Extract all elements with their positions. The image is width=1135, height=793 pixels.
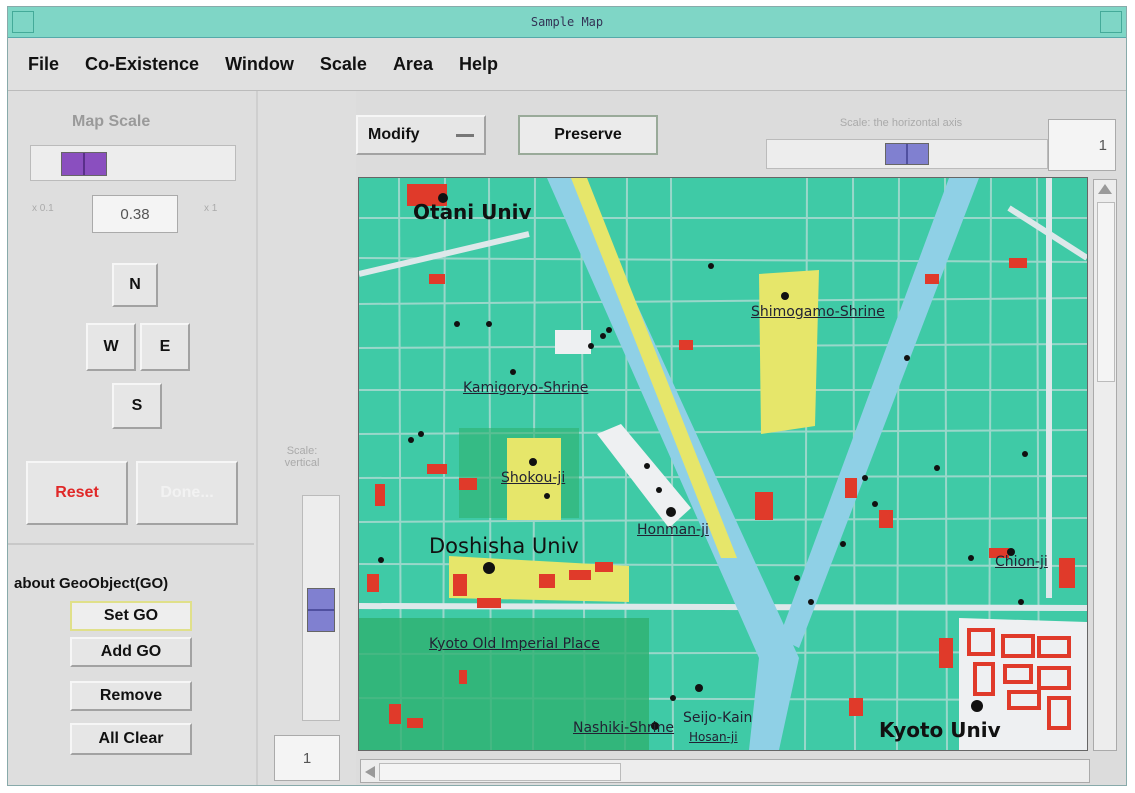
map-horizontal-scroll-thumb[interactable] bbox=[379, 763, 621, 781]
kamo-river bbox=[547, 178, 799, 750]
menu-co-existence[interactable]: Co-Existence bbox=[85, 53, 200, 74]
east-button[interactable]: E bbox=[140, 323, 190, 371]
add-go-button[interactable]: Add GO bbox=[70, 637, 192, 667]
label-doshisha-univ[interactable]: Doshisha Univ bbox=[429, 534, 579, 558]
vertical-scale-label-line1: Scale: bbox=[286, 445, 318, 457]
panel-divider bbox=[8, 543, 254, 545]
label-kamigoryo-shrine[interactable]: Kamigoryo-Shrine bbox=[463, 380, 589, 396]
window-title: Sample Map bbox=[530, 15, 604, 29]
label-chion-ji[interactable]: Chion-ji bbox=[995, 554, 1048, 570]
map-vertical-scrollbar[interactable] bbox=[1093, 179, 1117, 751]
takano-river bbox=[779, 178, 979, 648]
map-scale-slider[interactable] bbox=[30, 145, 236, 181]
menu-area[interactable]: Area bbox=[392, 53, 433, 74]
preserve-button[interactable]: Preserve bbox=[518, 115, 658, 155]
scale-min-label: x 0.1 bbox=[32, 203, 54, 214]
map-canvas[interactable]: Otani Univ Shimogamo-Shrine Kamigoryo-Sh… bbox=[358, 177, 1088, 751]
menu-window[interactable]: Window bbox=[225, 53, 294, 74]
shokoku-grounds bbox=[507, 438, 561, 520]
map-scale-label: Map Scale bbox=[72, 113, 151, 130]
scale-value-field[interactable]: 0.38 bbox=[92, 195, 178, 233]
vertical-scale-slider[interactable] bbox=[302, 495, 340, 721]
buildings bbox=[367, 184, 1075, 728]
map-horizontal-scrollbar[interactable] bbox=[360, 759, 1090, 783]
title-bar: Sample Map bbox=[8, 7, 1126, 38]
scale-max-label: x 1 bbox=[204, 203, 218, 214]
all-clear-button[interactable]: All Clear bbox=[70, 723, 192, 755]
done-button[interactable]: Done... bbox=[136, 461, 238, 525]
label-shimogamo-shrine[interactable]: Shimogamo-Shrine bbox=[751, 304, 885, 320]
horizontal-scale-slider[interactable] bbox=[766, 139, 1048, 169]
menu-scale[interactable]: Scale bbox=[319, 53, 367, 74]
mode-dropdown-value: Modify bbox=[368, 126, 420, 143]
label-honman-ji[interactable]: Honman-ji bbox=[637, 522, 709, 538]
menu-file[interactable]: File bbox=[28, 53, 60, 74]
north-button[interactable]: N bbox=[112, 263, 158, 307]
horizontal-scale-label: Scale: the horizontal axis bbox=[839, 117, 963, 129]
menu-bar: File Co-Existence Window Scale Area Help bbox=[8, 38, 1126, 91]
vertical-scale-value-field[interactable]: 1 bbox=[274, 735, 340, 781]
window-maximize-button[interactable] bbox=[1100, 11, 1122, 33]
south-button[interactable]: S bbox=[112, 383, 162, 429]
honmanji-grounds bbox=[597, 424, 691, 528]
kyoto-univ-buildings bbox=[967, 628, 1071, 730]
label-hosan-ji[interactable]: Hosan-ji bbox=[689, 730, 738, 744]
dropdown-bar-icon bbox=[456, 134, 474, 137]
app-window: Sample Map File Co-Existence Window Scal… bbox=[7, 6, 1127, 786]
horizontal-scale-slider-thumb[interactable] bbox=[885, 143, 929, 165]
scroll-left-icon[interactable] bbox=[365, 766, 375, 778]
mode-dropdown[interactable]: Modify bbox=[356, 115, 486, 155]
map-vertical-scroll-thumb[interactable] bbox=[1097, 202, 1115, 382]
vertical-scale-slider-thumb[interactable] bbox=[307, 588, 335, 632]
vertical-scale-column: Scale: vertical 1 bbox=[258, 91, 356, 785]
label-shokoku-ji[interactable]: Shokou-ji bbox=[501, 470, 566, 486]
geo-section-title: about GeoObject(GO) bbox=[14, 575, 169, 592]
window-menu-button[interactable] bbox=[12, 11, 34, 33]
vertical-scale-label-line2: vertical bbox=[284, 457, 320, 469]
map-graphics bbox=[359, 178, 1087, 750]
geo-object-points bbox=[378, 193, 1028, 730]
label-seijo-kain[interactable]: Seijo-Kain bbox=[683, 710, 753, 726]
map-scale-slider-thumb[interactable] bbox=[61, 152, 107, 176]
remove-button[interactable]: Remove bbox=[70, 681, 192, 711]
reset-button[interactable]: Reset bbox=[26, 461, 128, 525]
label-kyoto-univ[interactable]: Kyoto Univ bbox=[879, 718, 1001, 742]
horizontal-scale-value-field[interactable]: 1 bbox=[1048, 119, 1116, 171]
label-kyoto-old-imperial-place[interactable]: Kyoto Old Imperial Place bbox=[429, 636, 600, 652]
set-go-button[interactable]: Set GO bbox=[70, 601, 192, 631]
shimogamo-forest bbox=[759, 270, 819, 434]
label-nashiki-shrine[interactable]: Nashiki-Shrine bbox=[573, 720, 675, 736]
label-otani-univ[interactable]: Otani Univ bbox=[413, 200, 532, 224]
control-panel: Map Scale x 0.1 0.38 x 1 N W E S Reset D… bbox=[8, 91, 258, 785]
west-button[interactable]: W bbox=[86, 323, 136, 371]
yellow-strip bbox=[571, 178, 737, 558]
vertical-scale-label: Scale: vertical bbox=[282, 445, 322, 469]
menu-help[interactable]: Help bbox=[458, 53, 498, 74]
scroll-up-icon[interactable] bbox=[1098, 184, 1112, 194]
